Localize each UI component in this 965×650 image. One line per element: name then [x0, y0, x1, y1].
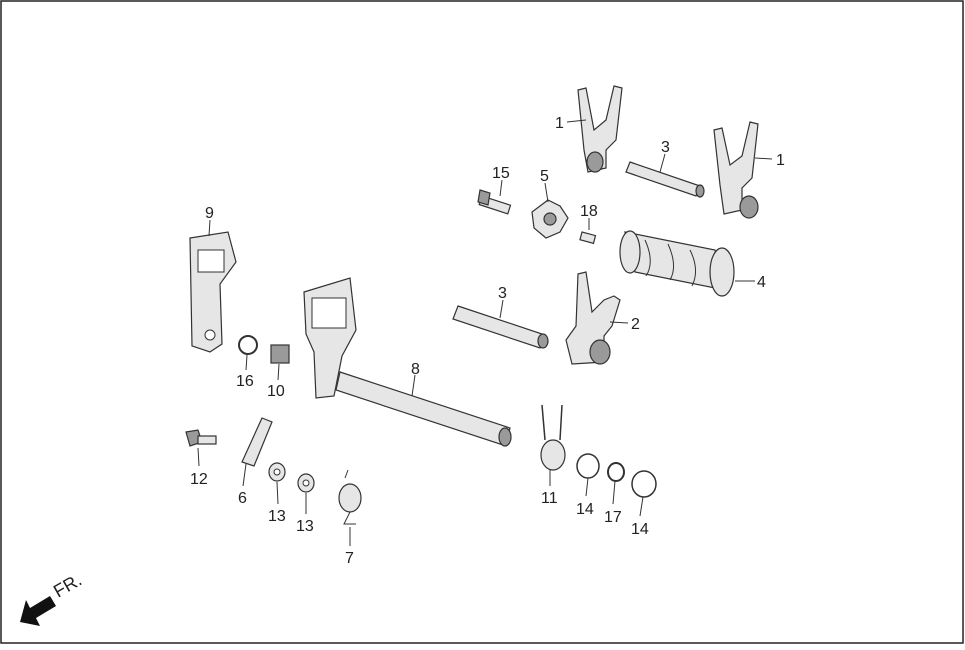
bolt-12 — [185, 429, 217, 447]
callout-1: 1 — [555, 115, 564, 132]
callout-3: 3 — [498, 285, 507, 302]
arm-6 — [241, 417, 273, 467]
callout-5: 5 — [540, 168, 549, 185]
callout-17: 17 — [604, 509, 622, 526]
fork-shaft-3a — [625, 161, 705, 198]
callout-14: 14 — [576, 501, 594, 518]
gearshift-spindle-8 — [303, 277, 512, 447]
stopper-plate-9 — [189, 231, 237, 353]
pin-18 — [579, 231, 597, 245]
circlip-17 — [607, 462, 625, 482]
spring-11 — [540, 404, 566, 471]
callout-13: 13 — [296, 518, 314, 535]
washer-14b — [631, 470, 657, 498]
callout-3: 3 — [661, 139, 670, 156]
washer-13a — [268, 462, 286, 482]
arrow-down-left-icon — [20, 596, 56, 626]
collar-10 — [270, 344, 290, 364]
circlip-16 — [238, 335, 258, 355]
callouts: 1 1 3 15 5 18 9 4 3 2 16 10 8 12 6 13 13… — [190, 115, 785, 567]
callout-9: 9 — [205, 205, 214, 222]
washer-13b — [297, 473, 315, 493]
callout-4: 4 — [757, 274, 766, 291]
shift-drum-4 — [619, 230, 735, 297]
spring-7 — [338, 469, 362, 525]
callout-12: 12 — [190, 471, 208, 488]
shift-fork-1a — [577, 85, 623, 173]
callout-18: 18 — [580, 203, 598, 220]
callout-1: 1 — [776, 152, 785, 169]
callout-16: 16 — [236, 373, 254, 390]
callout-10: 10 — [267, 383, 285, 400]
callout-2: 2 — [631, 316, 640, 333]
leader-lines — [197, 119, 773, 546]
bolt-15 — [477, 189, 512, 215]
shift-fork-2 — [565, 271, 621, 365]
callout-7: 7 — [345, 550, 354, 567]
callout-14: 14 — [631, 521, 649, 538]
shift-fork-1b — [713, 121, 759, 219]
drum-center-5 — [531, 199, 569, 239]
callout-8: 8 — [411, 361, 420, 378]
callout-13: 13 — [268, 508, 286, 525]
fork-shaft-3b — [452, 305, 549, 349]
callout-6: 6 — [238, 490, 247, 507]
callout-15: 15 — [492, 165, 510, 182]
callout-11: 11 — [541, 490, 558, 507]
